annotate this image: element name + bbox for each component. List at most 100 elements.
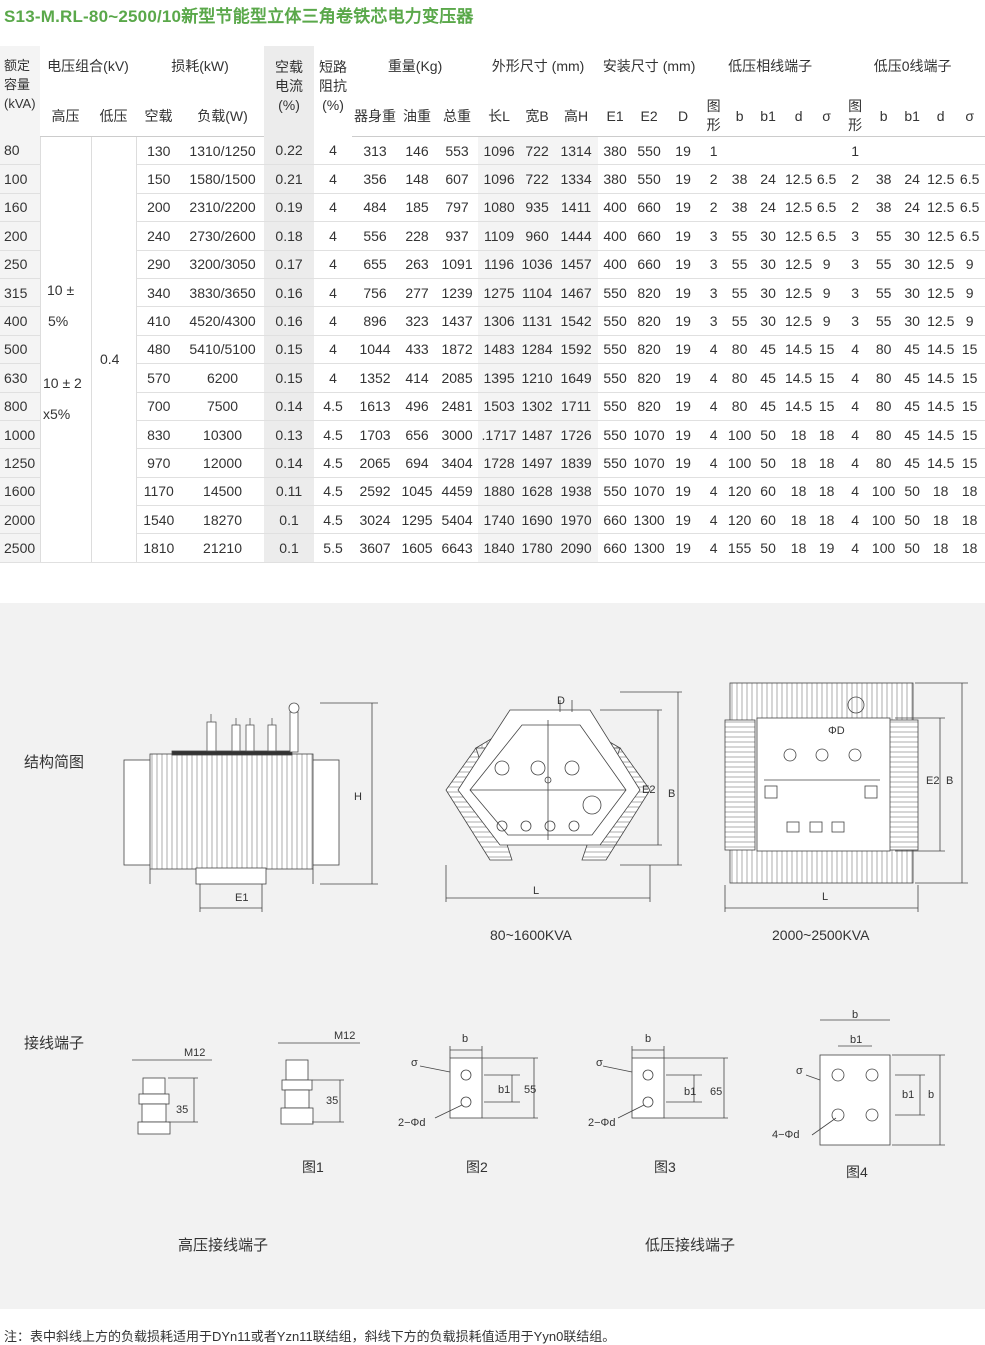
table-cell: 50 [752,533,785,563]
table-cell: 6.5 [954,164,985,194]
table-cell: 4 [840,533,871,563]
table-cell: 1970 [554,505,599,535]
col-zero-b: b [870,96,898,137]
table-cell: 30 [752,250,785,279]
table-cell: 1300 [632,505,667,535]
col-noload-loss: 空载 [136,96,182,137]
dim-sigma-fig4: σ [796,1065,803,1077]
table-cell: .1717 [478,420,521,450]
lv-terminal-caption: 低压接线端子 [645,1237,736,1254]
table-cell: 4 [700,335,728,365]
table-cell: 3 [840,278,871,308]
dim-l-large: L [822,891,829,903]
table-cell: 0.1 [264,505,315,535]
table-cell: 0.13 [264,420,315,450]
dim-2phid-fig3: 2−Φd [588,1117,616,1129]
dim-b-fig4: b [852,1009,859,1021]
table-cell: 148 [398,164,437,194]
table-cell: 820 [632,335,667,365]
table-cell: 550 [598,392,633,421]
table-cell: 3830/3650 [181,278,265,308]
table-cell: 45 [752,392,785,421]
table-cell: 12.5 [784,221,814,251]
table-cell: 2 [700,164,728,194]
dim-m12-b: M12 [334,1030,356,1042]
table-cell: 146 [398,136,437,166]
table-cell: 896 [352,306,399,336]
table-cell: 100 [0,164,40,194]
table-cell: 55 [870,306,898,336]
table-cell: 820 [632,363,667,393]
table-cell: 18 [784,448,814,478]
table-cell: 19 [666,533,701,563]
table-cell: 315 [0,278,40,308]
table-cell: 12.5 [927,278,955,308]
table-cell: 0.18 [264,221,315,251]
table-cell: 3000 [436,420,479,450]
col-zero-b1: b1 [897,96,928,137]
table-cell: 660 [598,505,633,535]
col-length: 长L [478,96,521,137]
table-cell: 3 [840,250,871,279]
fig1-caption: 图1 [302,1159,324,1175]
table-cell: 313 [352,136,399,166]
table-cell: 18 [954,533,985,563]
table-cell: 4.5 [314,477,353,507]
table-cell: 228 [398,221,437,251]
table-cell: 24 [752,193,785,223]
dim-65: 65 [710,1086,723,1098]
dim-e2-large: E2 [926,775,940,787]
table-cell: 556 [352,221,399,251]
table-cell: 970 [136,448,182,478]
col-noload-current: 空载电流(%) [264,46,315,137]
table-cell: 12.5 [927,221,955,251]
table-cell: 1411 [554,193,599,223]
table-cell: 12.5 [784,278,814,308]
table-cell: 55 [870,221,898,251]
table-cell: 1600 [0,477,40,507]
table-cell: 0.21 [264,164,315,194]
table-cell [784,136,814,166]
table-cell: 19 [666,221,701,251]
table-cell: 1070 [632,477,667,507]
table-cell: 0.11 [264,477,315,507]
table-cell: 18 [927,477,955,507]
table-cell: 2310/2200 [181,193,265,223]
table-cell: 100 [870,505,898,535]
table-cell: 1306 [478,306,521,336]
table-cell: 19 [666,193,701,223]
col-zero-fig: 图形 [840,96,871,137]
table-cell: 250 [0,250,40,279]
dim-b-fig3: b [645,1033,652,1045]
table-cell: 45 [752,363,785,393]
table-cell: 4 [840,392,871,421]
table-cell: 30 [752,306,785,336]
fig4-caption: 图4 [846,1164,868,1180]
table-cell: 277 [398,278,437,308]
table-cell: 2 [840,193,871,223]
table-cell: 100 [870,477,898,507]
table-cell: 797 [436,193,479,223]
table-cell: 24 [752,164,785,194]
table-cell: 0.1 [264,533,315,563]
spec-table: 额定容量(kVA) 电压组合(kV) 损耗(kW) 空载电流(%) 短路阻抗(%… [0,46,985,563]
table-cell: 45 [897,392,928,421]
table-cell: 800 [0,392,40,421]
table-cell: 14.5 [784,392,814,421]
table-cell: 30 [897,278,928,308]
table-cell: 1726 [554,420,599,450]
table-cell: 55 [727,250,753,279]
table-cell: 38 [727,164,753,194]
table-cell: 50 [897,477,928,507]
table-cell: 1109 [478,221,521,251]
table-cell: 18 [784,420,814,450]
table-cell: 1091 [436,250,479,279]
table-cell: 18 [784,533,814,563]
table-cell: 6643 [436,533,479,563]
dim-sigma-fig2: σ [411,1057,418,1069]
table-cell: 80 [870,448,898,478]
table-cell: 4 [840,505,871,535]
hv-merged-cell [39,136,92,563]
